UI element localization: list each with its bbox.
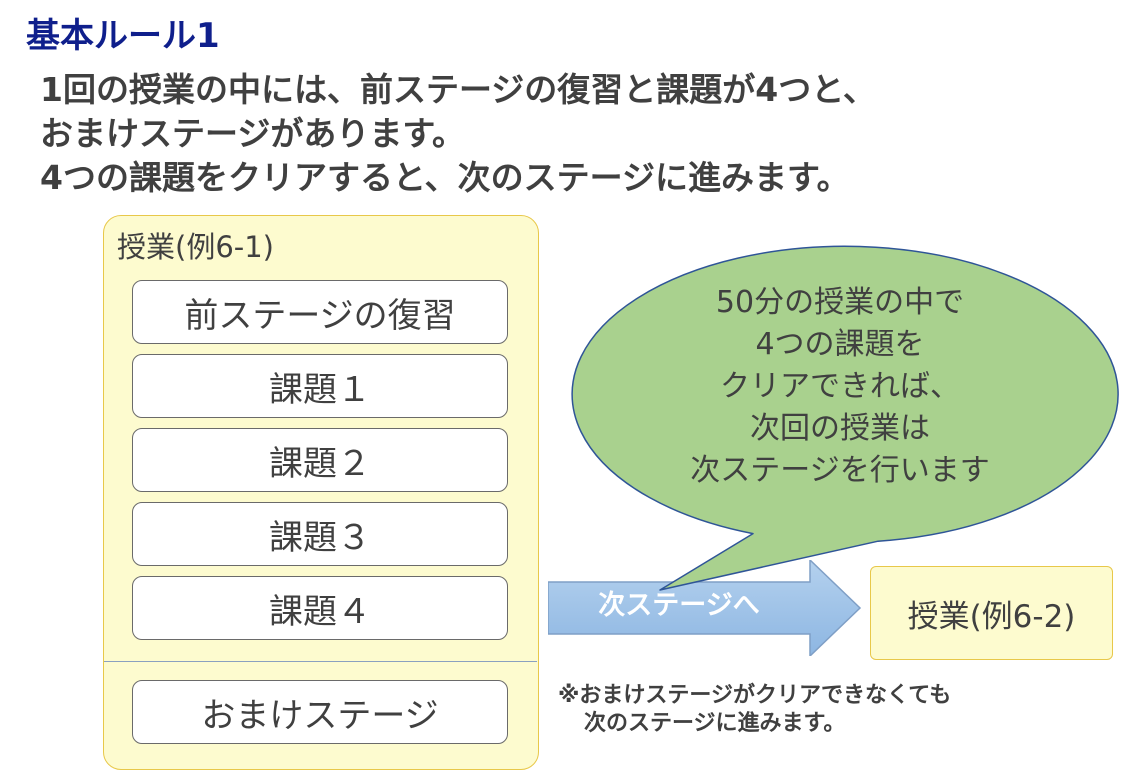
- note-line-2: 次のステージに進みます。: [584, 711, 846, 736]
- bubble-line-1: 50分の授業の中で: [715, 285, 965, 320]
- lesson-divider: [104, 661, 537, 662]
- next-stage-arrow-label: 次ステージへ: [598, 589, 760, 621]
- bubble-line-5: 次ステージを行います: [690, 453, 990, 488]
- bubble-line-3: クリアできれば、: [720, 369, 960, 404]
- note-line-1: ※おまけステージがクリアできなくても: [558, 683, 952, 708]
- task-2: 課題２: [132, 428, 508, 492]
- intro-line-2: おまけステージがあります。: [40, 114, 466, 153]
- task-3: 課題３: [132, 502, 508, 566]
- intro-text: 1回の授業の中には、前ステージの復習と課題が4つと、 おまけステージがあります。…: [40, 68, 876, 200]
- task-1: 課題１: [132, 354, 508, 418]
- task-review: 前ステージの復習: [132, 280, 508, 344]
- next-lesson-box: 授業(例6-2): [870, 566, 1113, 660]
- next-stage-arrow: [548, 560, 862, 656]
- bubble-line-2: 4つの課題を: [755, 327, 925, 362]
- task-4: 課題４: [132, 576, 508, 640]
- note-text: ※おまけステージがクリアできなくても 次のステージに進みます。: [558, 682, 951, 738]
- bubble-line-4: 次回の授業は: [750, 411, 930, 446]
- lesson-label: 授業(例6-1): [117, 230, 274, 264]
- bonus-stage: おまけステージ: [132, 680, 508, 744]
- speech-bubble: [571, 245, 1119, 591]
- intro-line-1: 1回の授業の中には、前ステージの復習と課題が4つと、: [40, 70, 876, 109]
- speech-bubble-text: 50分の授業の中で 4つの課題を クリアできれば、 次回の授業は 次ステージを行…: [620, 282, 1060, 492]
- intro-line-3: 4つの課題をクリアすると、次のステージに進みます。: [40, 158, 850, 197]
- slide-title: 基本ルール1: [26, 16, 220, 56]
